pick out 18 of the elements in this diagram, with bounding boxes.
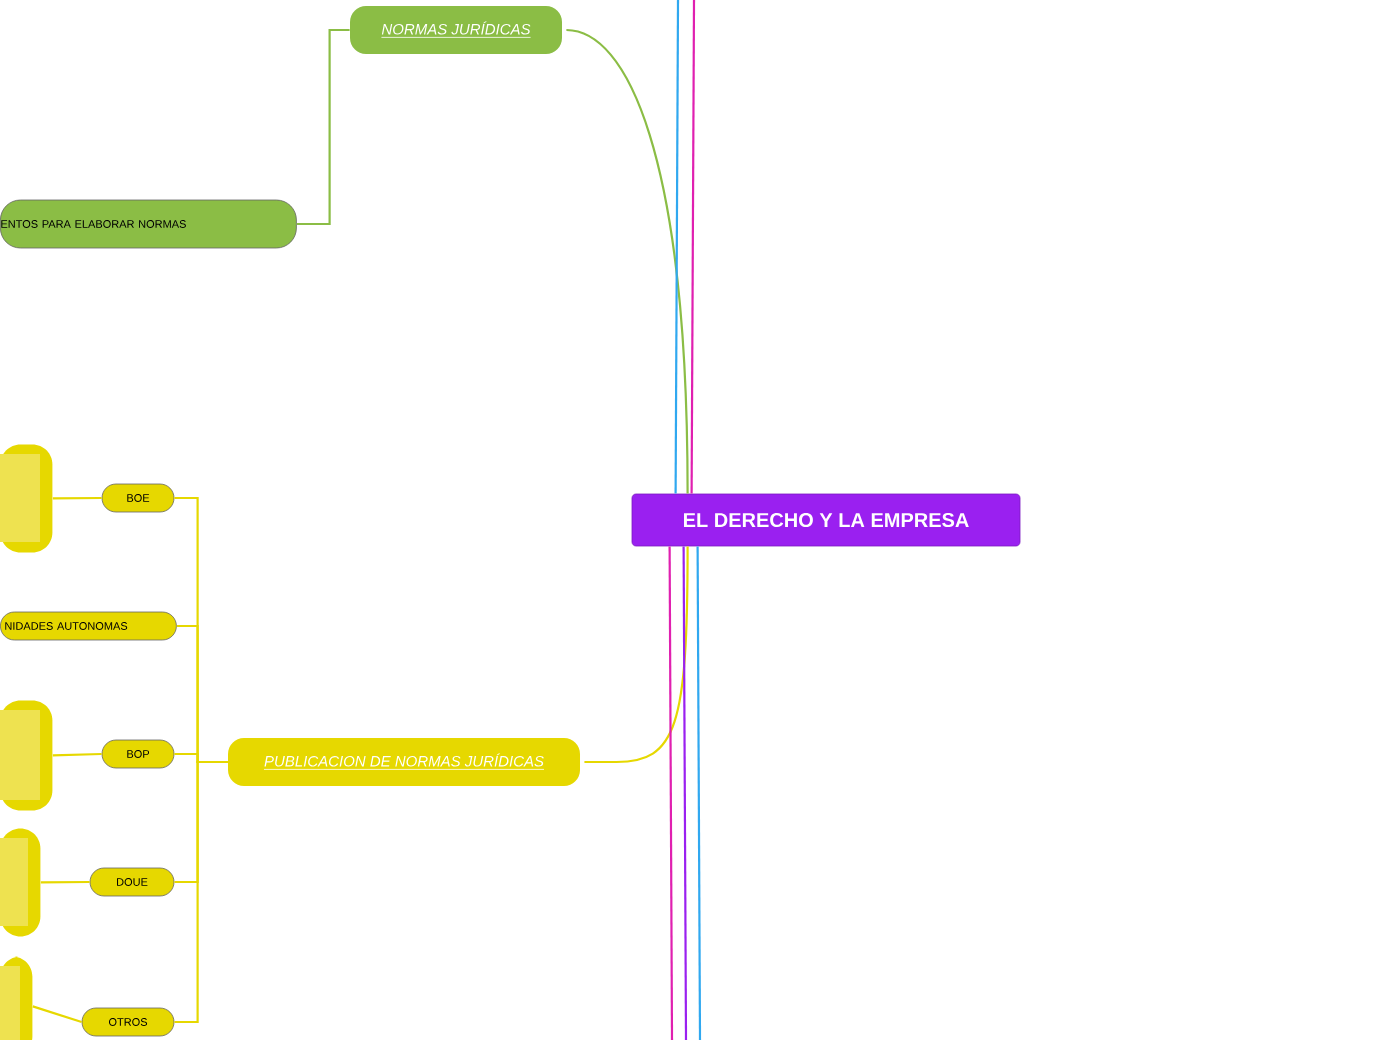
connector-line (682, 546, 688, 1040)
connector-line (690, 0, 696, 494)
connector-line (696, 546, 702, 1040)
connector-line (174, 760, 228, 1024)
connector-line (32, 1005, 82, 1024)
subtopic-box (0, 700, 53, 811)
connector-line (296, 28, 350, 226)
connector-line (566, 28, 689, 494)
central-topic-box: EL DERECHO Y LA EMPRESA (631, 493, 1021, 547)
connector-line (584, 546, 689, 764)
connector-line (52, 496, 102, 500)
connector-line (40, 880, 90, 884)
subtopic-box (0, 956, 33, 1040)
subtopic-box (0, 444, 53, 553)
subtopic-box (0, 828, 41, 937)
connector-line (52, 752, 102, 757)
connector-line (668, 546, 674, 1040)
connector-line (674, 0, 680, 494)
